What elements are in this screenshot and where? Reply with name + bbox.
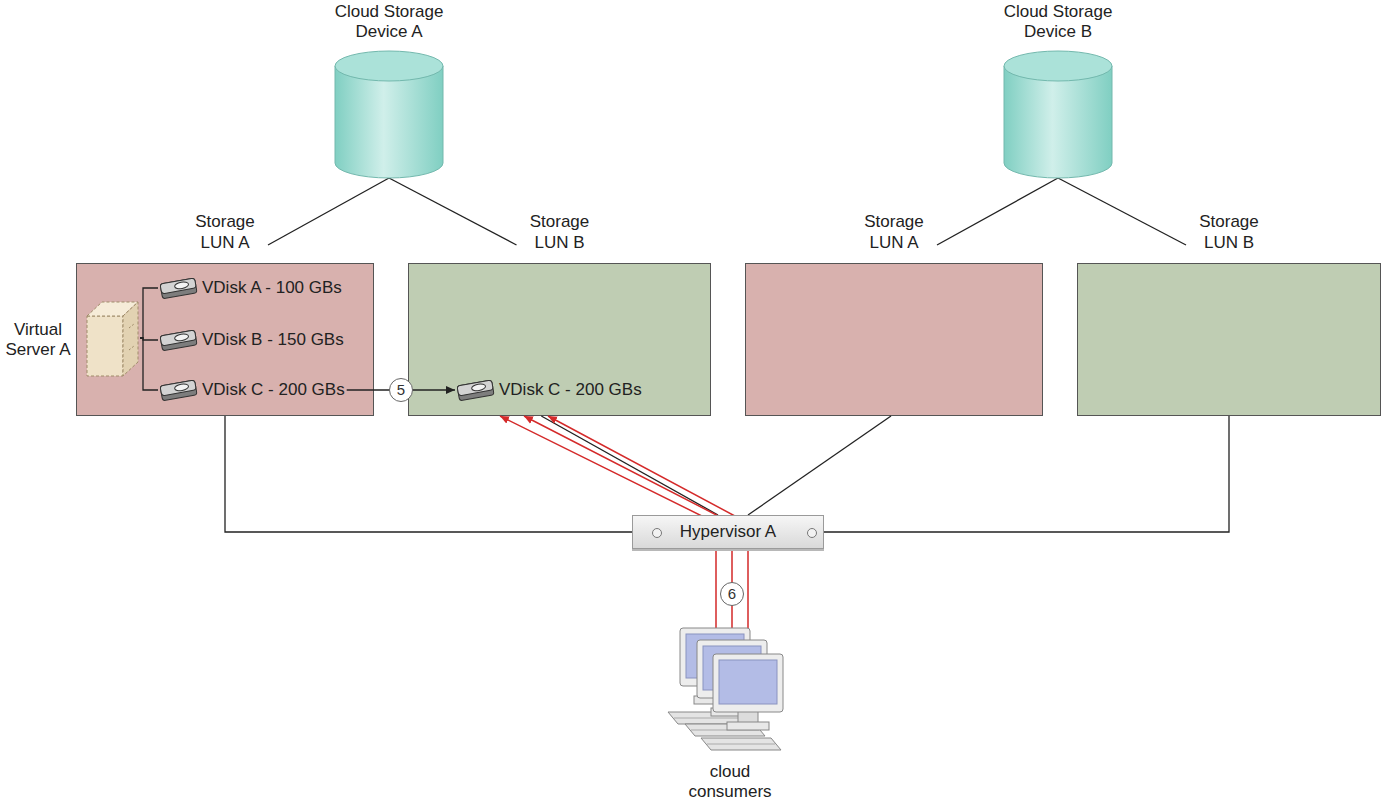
lun-fill xyxy=(745,263,1043,416)
storage-lun-box: Storage LUN A xyxy=(745,263,1043,416)
disk-icon xyxy=(158,275,200,301)
computers-icon xyxy=(655,622,805,757)
connector-line xyxy=(1058,178,1186,245)
virtual-server-icon: Virtual Server A xyxy=(85,298,140,378)
heading-label: Cloud Storage Device A xyxy=(327,2,452,42)
connector-line xyxy=(140,288,158,338)
node-label: cloud consumers xyxy=(684,762,776,802)
storage-cylinder: Cloud Storage Device B xyxy=(1003,50,1113,180)
server-icon xyxy=(85,298,140,378)
node-label: VDisk B - 150 GBs xyxy=(202,327,344,353)
consumer-group: cloud consumers xyxy=(655,622,805,802)
hypervisor-box: Hypervisor A xyxy=(632,515,824,549)
connector-line xyxy=(389,178,517,245)
callout-number: 6 xyxy=(720,582,744,606)
cylinder-shape xyxy=(1003,50,1113,180)
connector-line xyxy=(541,416,718,515)
heading-label: Storage LUN B xyxy=(523,211,597,253)
connector-line xyxy=(748,416,891,515)
connector-line xyxy=(937,178,1058,245)
node-label: Virtual Server A xyxy=(1,320,75,360)
cylinder-shape xyxy=(334,50,444,180)
disk-icon xyxy=(455,377,497,403)
connector-line xyxy=(140,338,158,390)
connector-line xyxy=(225,416,632,532)
heading-label: Storage LUN A xyxy=(857,211,931,253)
node-label: VDisk C - 200 GBs xyxy=(499,377,642,403)
disk-icon xyxy=(158,377,200,403)
node-label: Hypervisor A xyxy=(633,516,823,548)
heading-label: Storage LUN B xyxy=(1192,211,1266,253)
storage-cylinder: Cloud Storage Device A xyxy=(334,50,444,180)
heading-label: Storage LUN A xyxy=(188,211,262,253)
node-label: VDisk C - 200 GBs xyxy=(202,377,345,403)
storage-lun-box: Storage LUN BVDisk C - 200 GBs xyxy=(408,263,711,416)
node-label: VDisk A - 100 GBs xyxy=(202,275,342,301)
virtual-disk: VDisk A - 100 GBs xyxy=(158,275,342,301)
storage-lun-box: Storage LUN AVirtual Server AVDisk A - 1… xyxy=(76,263,374,416)
virtual-disk: VDisk B - 150 GBs xyxy=(158,327,344,353)
lun-fill xyxy=(1077,263,1381,416)
disk-icon xyxy=(158,327,200,353)
virtual-disk: VDisk C - 200 GBs xyxy=(158,377,345,403)
storage-lun-box: Storage LUN B xyxy=(1077,263,1381,416)
heading-label: Cloud Storage Device B xyxy=(996,2,1121,42)
virtual-disk: VDisk C - 200 GBs xyxy=(455,377,642,403)
connector-line xyxy=(268,178,389,245)
connector-line xyxy=(824,416,1229,532)
callout-number: 5 xyxy=(389,378,413,402)
